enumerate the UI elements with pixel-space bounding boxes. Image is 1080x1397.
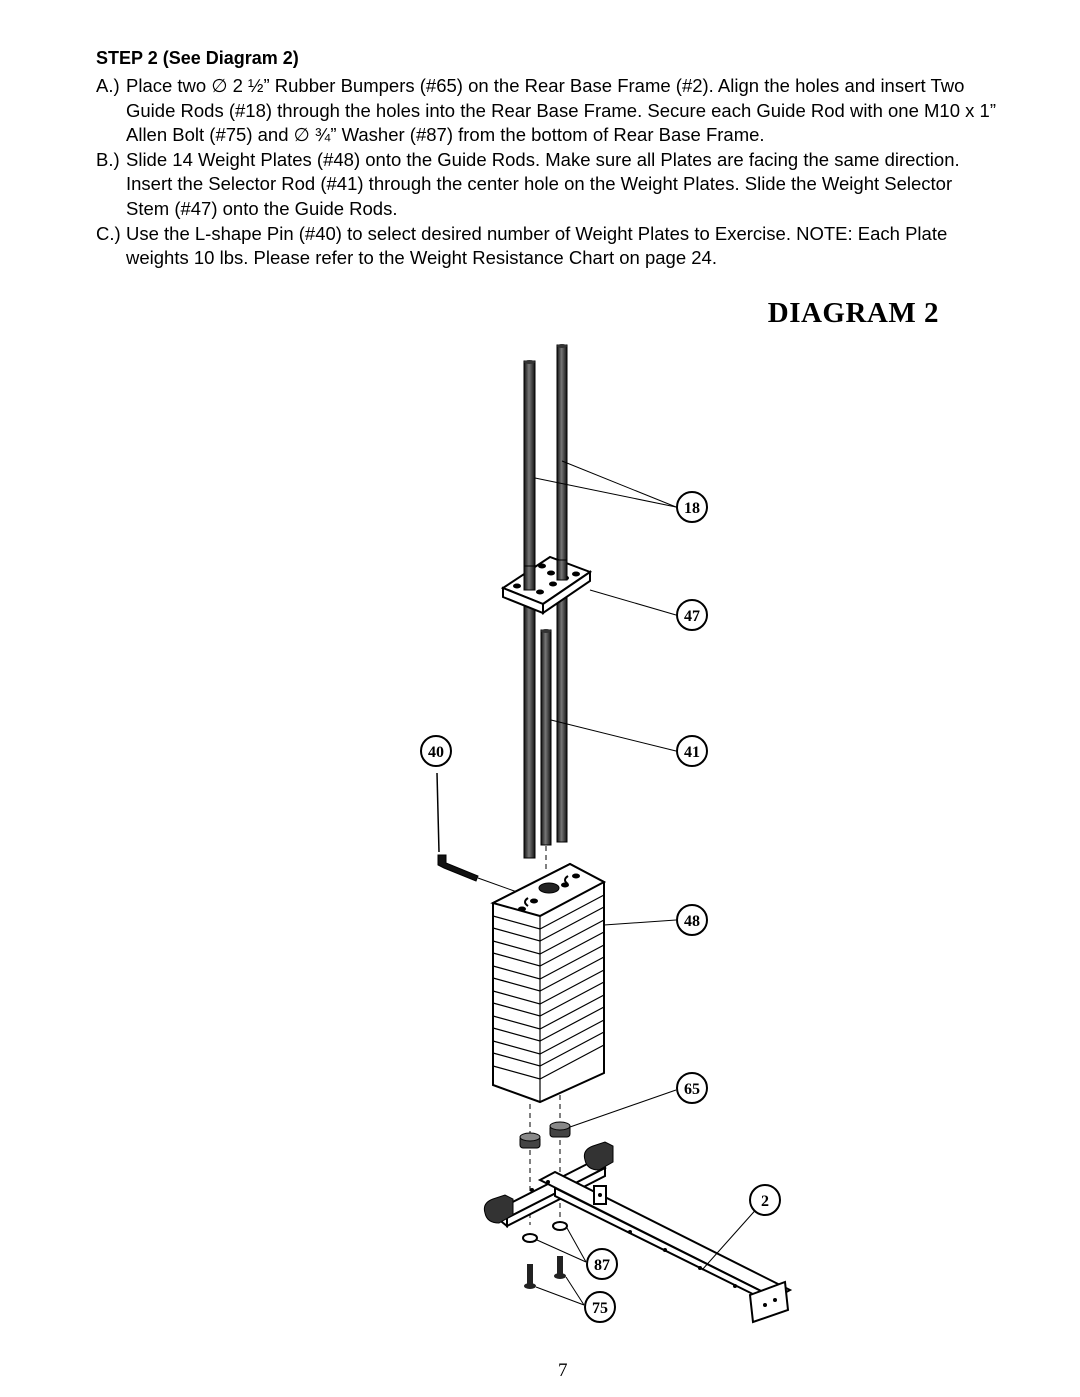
instruction-marker: C.) bbox=[96, 222, 121, 244]
callout-48: 48 bbox=[676, 904, 708, 936]
callout-47: 47 bbox=[676, 599, 708, 631]
exploded-assembly-diagram: 18 47 41 40 48 65 2 87 75 bbox=[420, 344, 793, 1324]
l-shape-pin bbox=[436, 772, 518, 893]
svg-text:41: 41 bbox=[684, 744, 700, 761]
instruction-text: Place two ∅ 2 ½” Rubber Bumpers (#65) on… bbox=[126, 75, 996, 146]
washers bbox=[522, 1221, 568, 1243]
svg-text:65: 65 bbox=[684, 1081, 700, 1098]
callout-40: 40 bbox=[420, 735, 452, 767]
instruction-item: B.) Slide 14 Weight Plates (#48) onto the… bbox=[96, 148, 996, 222]
callout-87: 87 bbox=[586, 1248, 618, 1280]
svg-text:18: 18 bbox=[684, 500, 700, 517]
page-number: 7 bbox=[558, 1360, 568, 1381]
leader-lines bbox=[534, 460, 761, 1306]
weight-plate-stack bbox=[490, 862, 607, 1104]
svg-text:40: 40 bbox=[428, 744, 444, 761]
svg-text:75: 75 bbox=[592, 1300, 608, 1317]
instruction-marker: A.) bbox=[96, 75, 120, 96]
instruction-list: A.) Place two ∅ 2 ½” Rubber Bumpers (#65)… bbox=[96, 74, 996, 271]
selector-rod bbox=[540, 629, 552, 872]
weight-selector-stem bbox=[500, 555, 593, 615]
rear-base-frame bbox=[483, 1141, 793, 1324]
svg-text:47: 47 bbox=[684, 608, 700, 625]
instruction-text: Slide 14 Weight Plates (#48) onto the Gu… bbox=[126, 148, 960, 219]
instruction-marker: B.) bbox=[96, 148, 120, 170]
callout-65: 65 bbox=[676, 1072, 708, 1104]
callout-18: 18 bbox=[676, 491, 708, 523]
callout-75: 75 bbox=[584, 1291, 616, 1323]
svg-text:2: 2 bbox=[761, 1193, 769, 1210]
callout-2: 2 bbox=[749, 1184, 781, 1216]
svg-text:87: 87 bbox=[594, 1257, 610, 1274]
instruction-item: C.)Use the L-shape Pin (#40) to select d… bbox=[96, 222, 996, 271]
instruction-text: Use the L-shape Pin (#40) to select desi… bbox=[126, 222, 948, 269]
allen-bolts bbox=[524, 1256, 566, 1289]
svg-text:48: 48 bbox=[684, 913, 700, 930]
callout-41: 41 bbox=[676, 735, 708, 767]
step-heading: STEP 2 (See Diagram 2) bbox=[96, 48, 299, 68]
rubber-bumpers bbox=[519, 1121, 571, 1149]
diagram-title: DIAGRAM 2 bbox=[767, 297, 939, 329]
instruction-item: A.) Place two ∅ 2 ½” Rubber Bumpers (#65)… bbox=[96, 74, 996, 148]
